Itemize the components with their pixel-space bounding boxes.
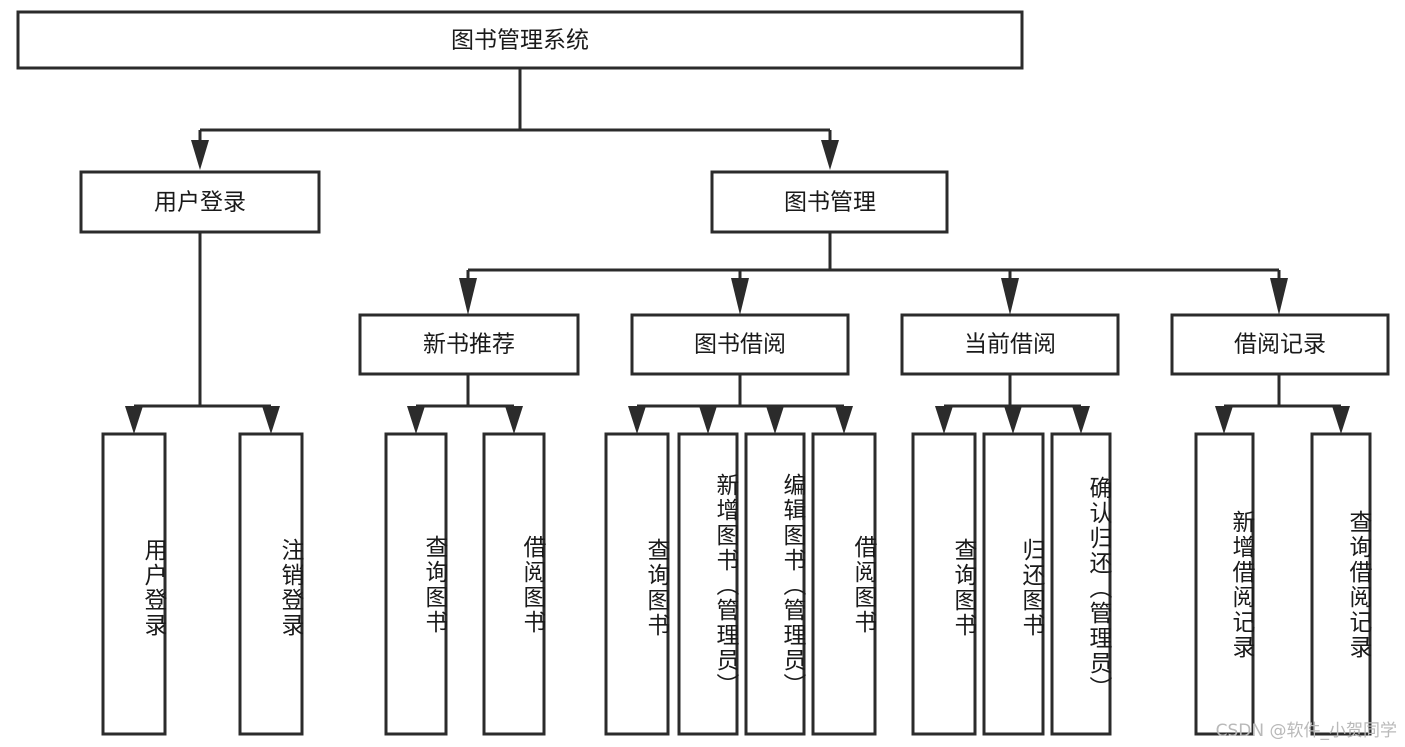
- node-book-borrow[interactable]: 图书借阅: [630, 313, 850, 376]
- leaf-box-add-book-admin[interactable]: [677, 432, 739, 736]
- arrow-head-icon: [699, 406, 717, 434]
- node-book-manage-box[interactable]: [710, 170, 949, 234]
- arrow-head-icon: [766, 406, 784, 434]
- node-new-book-recommend-label: 新书推荐: [423, 332, 515, 358]
- node-book-borrow-label: 图书借阅: [694, 332, 786, 358]
- leaf-box-query-book-recommend[interactable]: [384, 432, 448, 736]
- node-new-book-recommend-box[interactable]: [358, 313, 580, 376]
- arrow-head-icon: [1001, 278, 1019, 315]
- node-current-borrow[interactable]: 当前借阅: [900, 313, 1120, 376]
- node-current-borrow-box[interactable]: [900, 313, 1120, 376]
- csdn-watermark: CSDN @软件_小贺同学: [1215, 721, 1397, 741]
- node-book-manage[interactable]: 图书管理: [710, 170, 949, 234]
- leaf-box-borrow-book-recommend[interactable]: [482, 432, 546, 736]
- arrow-head-icon: [125, 406, 143, 434]
- arrow-head-icon: [1270, 278, 1288, 315]
- arrow-head-icon: [821, 140, 839, 170]
- arrow-head-icon: [1332, 406, 1350, 434]
- connector-group-current-borrow: [935, 374, 1090, 434]
- arrow-head-icon: [505, 406, 523, 434]
- node-user-login-box[interactable]: [79, 170, 321, 234]
- leaf-box-confirm-return-admin[interactable]: [1050, 432, 1112, 736]
- arrow-head-icon: [731, 278, 749, 315]
- arrow-head-icon: [459, 278, 477, 315]
- node-borrow-record-label: 借阅记录: [1234, 332, 1326, 358]
- connector-group-root: [191, 68, 839, 170]
- node-borrow-record[interactable]: 借阅记录: [1170, 313, 1390, 376]
- arrow-head-icon: [262, 406, 280, 434]
- node-new-book-recommend[interactable]: 新书推荐: [358, 313, 580, 376]
- connector-group-user-login: [125, 232, 280, 434]
- arrow-head-icon: [935, 406, 953, 434]
- leaf-box-borrow-book[interactable]: [811, 432, 877, 736]
- node-current-borrow-label: 当前借阅: [964, 332, 1056, 358]
- leaf-box-query-book-borrow[interactable]: [604, 432, 670, 736]
- leaf-box-add-borrow-record[interactable]: [1194, 432, 1255, 736]
- node-book-borrow-box[interactable]: [630, 313, 850, 376]
- leaf-box-query-book-current[interactable]: [911, 432, 977, 736]
- arrow-head-icon: [407, 406, 425, 434]
- node-book-manage-label: 图书管理: [784, 190, 876, 216]
- node-root-box[interactable]: [16, 10, 1024, 70]
- leaf-box-edit-book-admin[interactable]: [744, 432, 806, 736]
- node-user-login[interactable]: 用户登录: [79, 170, 321, 234]
- node-root-label: 图书管理系统: [451, 28, 589, 54]
- connector-group-borrow-record: [1215, 374, 1350, 434]
- leaf-box-user-login[interactable]: [101, 432, 167, 736]
- arrow-head-icon: [628, 406, 646, 434]
- arrow-head-icon: [1215, 406, 1233, 434]
- leaf-box-logout[interactable]: [238, 432, 304, 736]
- node-borrow-record-box[interactable]: [1170, 313, 1390, 376]
- arrow-head-icon: [191, 140, 209, 170]
- connector-group-borrow: [628, 374, 853, 434]
- leaf-nodes-group: [101, 432, 1372, 736]
- arrow-head-icon: [1072, 406, 1090, 434]
- connector-group-new-book: [407, 374, 523, 434]
- arrow-head-icon: [835, 406, 853, 434]
- connector-group-book-manage: [459, 232, 1288, 315]
- node-root[interactable]: 图书管理系统: [16, 10, 1024, 70]
- leaf-box-return-book[interactable]: [982, 432, 1045, 736]
- leaf-box-query-borrow-record[interactable]: [1310, 432, 1372, 736]
- arrow-head-icon: [1004, 406, 1022, 434]
- node-user-login-label: 用户登录: [154, 190, 246, 216]
